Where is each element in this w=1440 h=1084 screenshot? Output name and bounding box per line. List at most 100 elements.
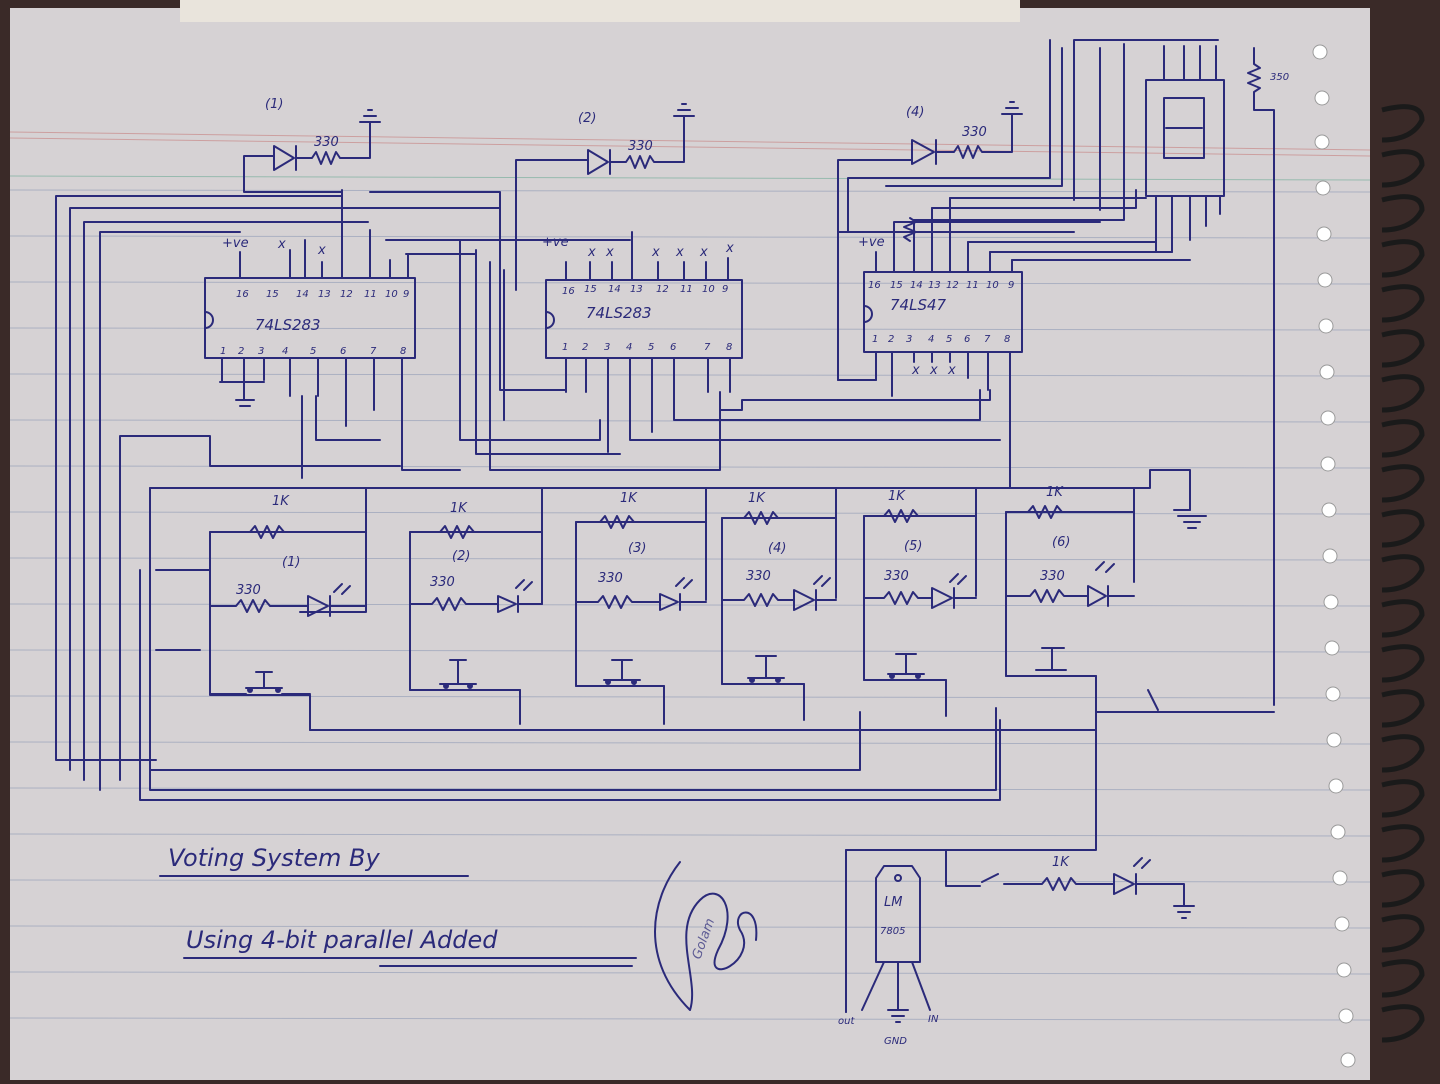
regulator-pin-out: out <box>838 1016 855 1027</box>
pin-label: 4 <box>626 342 632 353</box>
voter-r-led: 330 <box>598 571 623 586</box>
notebook-paper <box>9 0 1371 1080</box>
voter-5: 1K (5) 330 <box>863 489 977 681</box>
seven-segment-display <box>1073 39 1225 253</box>
pin-label: 16 <box>236 289 249 300</box>
voter-r-pullup: 1K <box>1046 485 1064 500</box>
pin-label: 1 <box>220 346 226 357</box>
nc-mark: x <box>911 363 920 378</box>
adder-1-top-pins: 16 15 14 13 12 11 10 9 <box>236 289 409 300</box>
display-resistor: 350 <box>1247 47 1289 706</box>
pin-label: 8 <box>400 346 406 357</box>
voter-r-pullup: 1K <box>748 491 766 506</box>
power-status-led: 1K <box>945 849 1195 919</box>
adder-1-part: 74LS283 <box>255 316 321 334</box>
ground-icon <box>1001 101 1023 123</box>
pin-label: 6 <box>964 334 970 345</box>
pin-label: 14 <box>296 289 309 300</box>
voter-label: (3) <box>628 541 646 556</box>
voter-r-pullup: 1K <box>272 494 290 509</box>
voter-r-pullup: 1K <box>620 491 638 506</box>
nc-mark: x <box>605 245 614 260</box>
decoder-bottom-pins: 1 2 3 4 5 6 7 8 <box>872 334 1010 345</box>
adder-ic-1: 74LS283 +ve 16 15 14 13 12 11 10 9 1 2 3… <box>204 189 416 411</box>
pin-label: 13 <box>630 284 643 295</box>
adder-2-top-pins: 16 15 14 13 12 11 10 9 <box>562 284 728 297</box>
pin-label: 10 <box>385 289 398 300</box>
pin-label: 16 <box>868 280 881 291</box>
indicator-led-3: (4) 330 <box>837 101 1023 381</box>
title-block: Voting System By Using 4-bit parallel Ad… <box>159 844 637 967</box>
pin-label: 9 <box>1008 280 1014 291</box>
regulator-name: LM <box>884 895 902 910</box>
indicator-led-1: (1) 330 <box>243 97 381 193</box>
voter-r-led: 330 <box>430 575 455 590</box>
title-line-2: Using 4-bit parallel Added <box>186 926 498 954</box>
nc-mark: x <box>725 241 734 256</box>
nc-mark: x <box>587 245 596 260</box>
voter-2: 1K (2) 330 <box>409 501 543 691</box>
voter-r-led: 330 <box>1040 569 1065 584</box>
indicator-resistor: 330 <box>314 135 339 150</box>
title-line-1: Voting System By <box>168 844 380 872</box>
push-button <box>575 659 665 687</box>
nc-mark: x <box>651 245 660 260</box>
adder-2-bottom-pins: 1 2 3 4 5 6 7 8 <box>562 342 732 353</box>
voter-1: 1K (1) 330 <box>209 494 367 695</box>
pin-label: 6 <box>670 342 676 353</box>
pin-label: 12 <box>340 289 353 300</box>
pin-label: 7 <box>370 346 377 357</box>
pin-label: 5 <box>310 346 316 357</box>
pin-label: 13 <box>928 280 941 291</box>
pin-label: 11 <box>364 289 377 300</box>
push-button <box>721 655 805 685</box>
wiring-network <box>55 39 1275 1013</box>
pin-label: 3 <box>906 334 912 345</box>
pin-label: 14 <box>910 280 923 291</box>
pin-label: 8 <box>726 342 732 353</box>
pin-label: 1 <box>562 342 568 353</box>
indicator-led-2: (2) 330 <box>515 103 695 291</box>
voter-r-pullup: 1K <box>450 501 468 516</box>
pin-label: 1 <box>872 334 878 345</box>
decoder-part: 74LS47 <box>890 296 947 314</box>
nc-mark: x <box>699 245 708 260</box>
voter-3: 1K (3) 330 <box>575 491 707 687</box>
voter-6: 1K (6) 330 <box>1005 485 1135 677</box>
push-button <box>1005 647 1097 677</box>
adder-1-vcc: +ve <box>222 236 249 251</box>
ground-icon <box>673 103 695 125</box>
push-button <box>409 659 521 691</box>
ground-icon <box>1173 509 1207 529</box>
pin-label: 9 <box>403 289 409 300</box>
pin-label: 11 <box>966 280 979 291</box>
ground-icon <box>359 109 381 131</box>
voter-label: (5) <box>904 539 922 554</box>
pin-label: 2 <box>238 346 244 357</box>
pin-label: 6 <box>340 346 346 357</box>
pin-label: 15 <box>890 280 903 291</box>
pin-label: 10 <box>986 280 999 291</box>
decoder-ic: 74LS47 +ve 16 15 14 13 12 11 10 9 1 2 3 … <box>858 197 1023 476</box>
pin-label: 11 <box>680 284 693 295</box>
indicator-label: (2) <box>578 111 596 126</box>
adder-2-part: 74LS283 <box>586 304 652 322</box>
pin-label: 7 <box>984 334 991 345</box>
regulator-pin-gnd: GND <box>884 1036 907 1047</box>
push-button <box>209 671 311 695</box>
decoder-pullup <box>903 217 917 242</box>
voltage-regulator: LM 7805 out GND IN <box>838 849 939 1047</box>
ground-icon <box>1173 905 1195 919</box>
pin-label: 2 <box>582 342 588 353</box>
pin-label: 13 <box>318 289 331 300</box>
voter-label: (2) <box>452 549 470 564</box>
pin-label: 3 <box>604 342 610 353</box>
pin-label: 4 <box>282 346 288 357</box>
nc-mark: x <box>929 363 938 378</box>
pin-label: 15 <box>266 289 279 300</box>
decoder-top-pins: 16 15 14 13 12 11 10 9 <box>868 280 1014 291</box>
push-button <box>863 653 947 681</box>
pin-label: 7 <box>704 342 711 353</box>
